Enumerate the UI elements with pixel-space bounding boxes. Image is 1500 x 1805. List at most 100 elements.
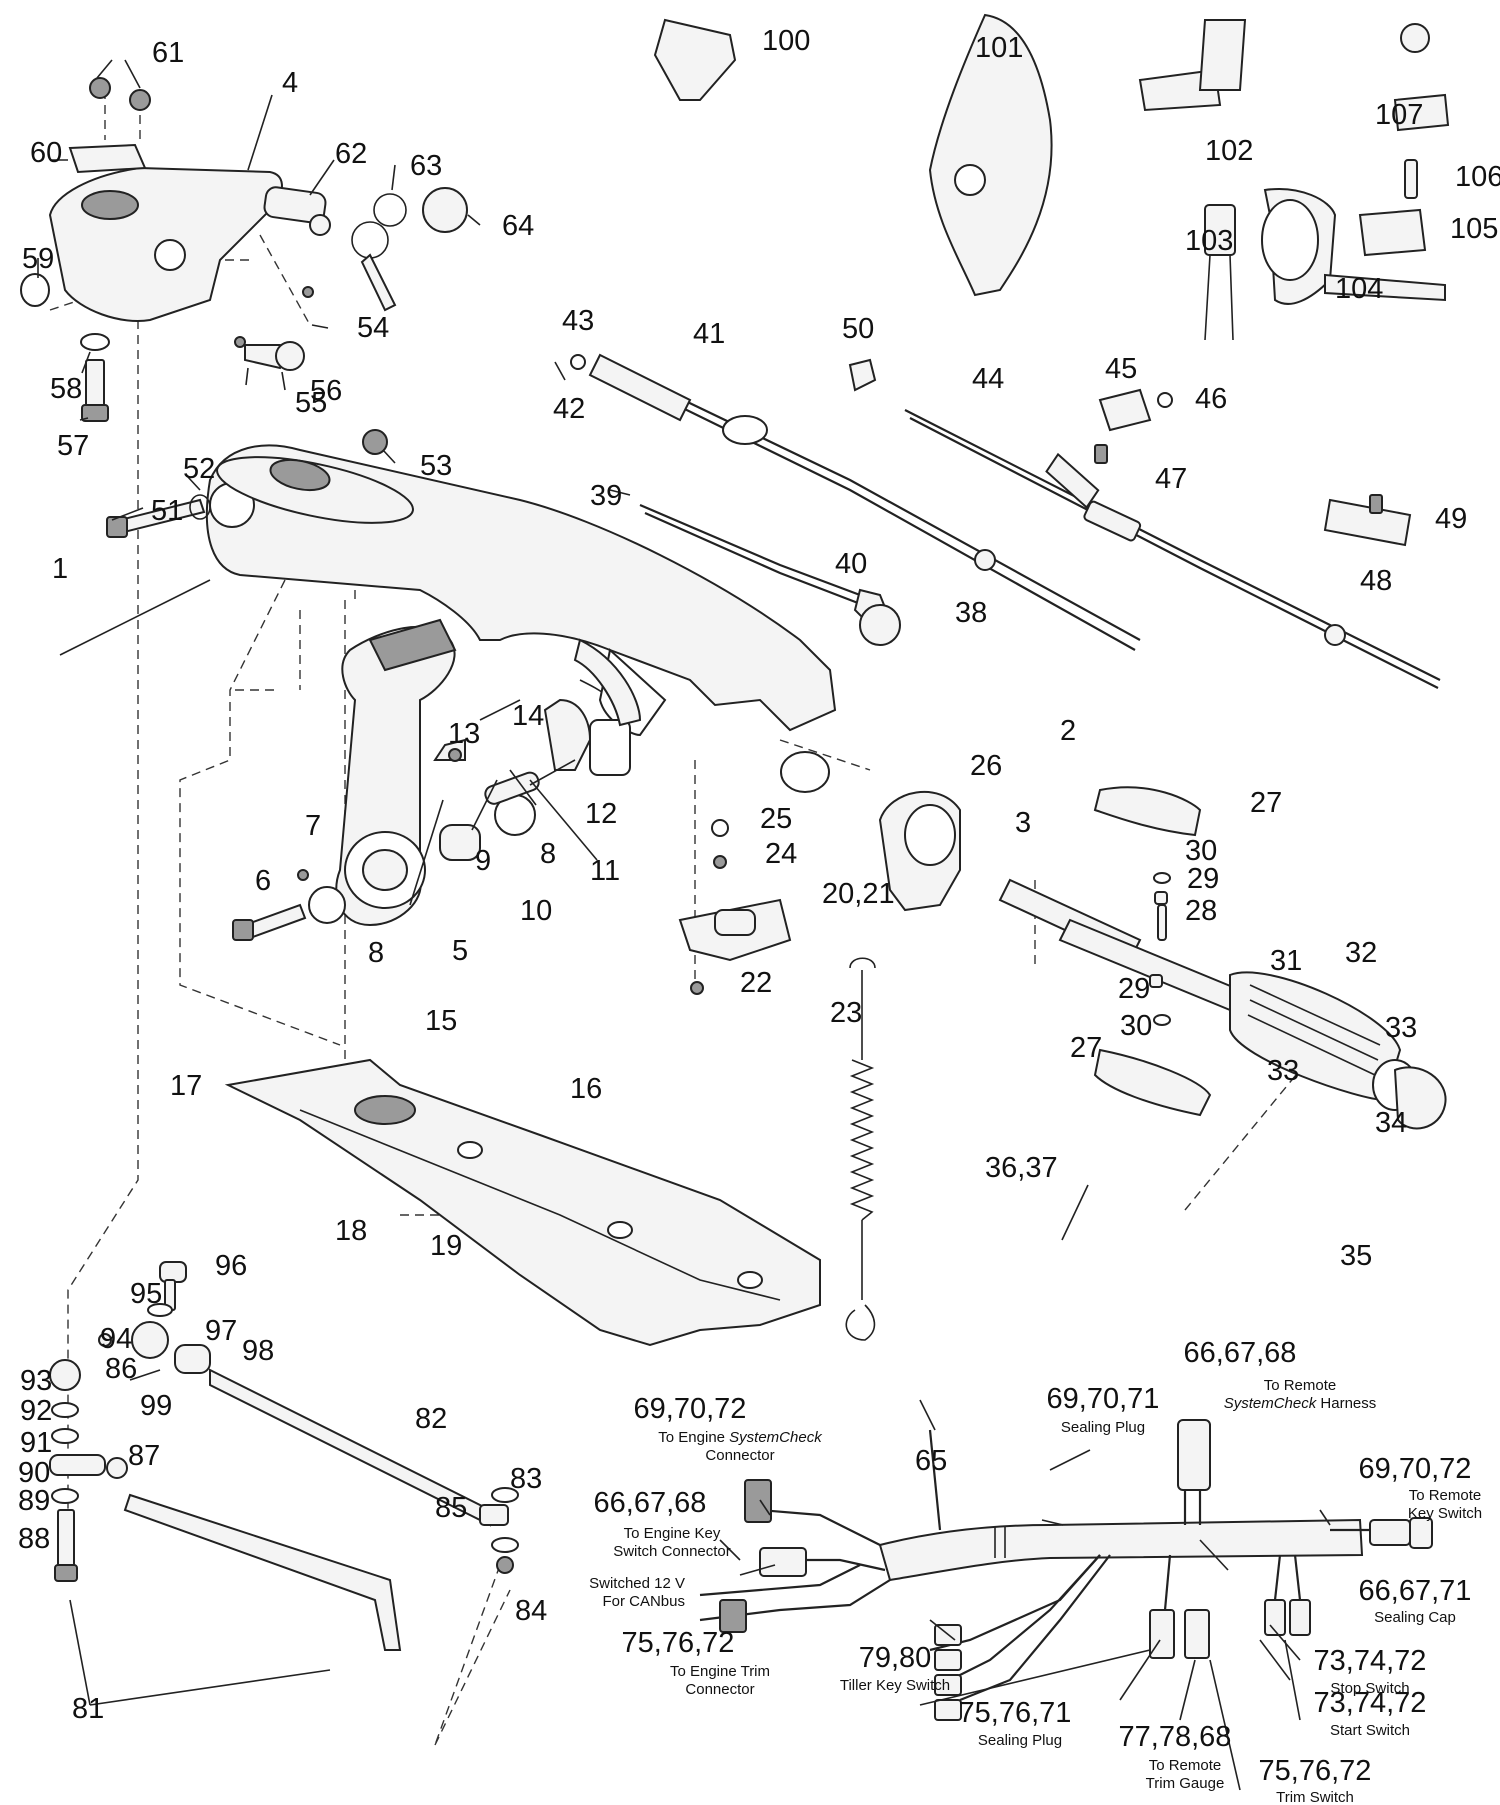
harness-callout: 66,67,71 bbox=[1359, 1575, 1472, 1607]
lanyard bbox=[845, 957, 876, 1341]
harness-caption-line: Connector bbox=[685, 1681, 754, 1698]
callout-3: 3 bbox=[1015, 807, 1031, 839]
harness-caption-line: Stop Switch bbox=[1330, 1680, 1409, 1697]
harness-callout: 75,76,71 bbox=[959, 1697, 1072, 1729]
hardware-left bbox=[20, 273, 388, 538]
callout-63: 63 bbox=[410, 150, 442, 182]
callout-59: 59 bbox=[22, 243, 54, 275]
callout-24: 24 bbox=[765, 838, 797, 870]
harness-caption-line: Trim Switch bbox=[1276, 1789, 1354, 1805]
callout-10: 10 bbox=[520, 895, 552, 927]
callout-104: 104 bbox=[1335, 273, 1383, 305]
callout-4: 4 bbox=[282, 67, 298, 99]
callout-43: 43 bbox=[562, 305, 594, 337]
callout-34: 34 bbox=[1375, 1107, 1407, 1139]
cables bbox=[554, 353, 1441, 689]
callout-36-37: 36,37 bbox=[985, 1152, 1058, 1184]
callout-40: 40 bbox=[835, 548, 867, 580]
callout-19: 19 bbox=[430, 1230, 462, 1262]
harness-callout: 69,70,72 bbox=[634, 1393, 747, 1425]
callout-93: 93 bbox=[20, 1365, 52, 1397]
callout-62: 62 bbox=[335, 138, 367, 170]
callout-89: 89 bbox=[18, 1485, 50, 1517]
callout-47: 47 bbox=[1155, 463, 1187, 495]
harness-caption-line: To Engine SystemCheck bbox=[658, 1429, 823, 1446]
callout-101: 101 bbox=[975, 32, 1023, 64]
callout-90: 90 bbox=[18, 1457, 50, 1489]
callout-33: 33 bbox=[1267, 1055, 1299, 1087]
harness-caption-line: SystemCheck Harness bbox=[1224, 1395, 1377, 1412]
callout-42: 42 bbox=[553, 393, 585, 425]
callout-61: 61 bbox=[152, 37, 184, 69]
harness-callout: 73,74,72 bbox=[1314, 1687, 1427, 1719]
callout-41: 41 bbox=[693, 318, 725, 350]
callout-8: 8 bbox=[540, 838, 556, 870]
wiring-harness bbox=[699, 1419, 1433, 1721]
callout-96: 96 bbox=[215, 1250, 247, 1282]
callout-95: 95 bbox=[130, 1278, 162, 1310]
callout-26: 26 bbox=[970, 750, 1002, 782]
shift-linkage bbox=[49, 1261, 519, 1651]
pivot-hardware bbox=[232, 699, 540, 941]
callout-51: 51 bbox=[151, 495, 183, 527]
callout-49: 49 bbox=[1435, 503, 1467, 535]
callout-92: 92 bbox=[20, 1395, 52, 1427]
callout-83: 83 bbox=[510, 1463, 542, 1495]
harness-caption-line: For CANbus bbox=[602, 1593, 685, 1610]
harness-caption-line: Sealing Plug bbox=[978, 1732, 1062, 1749]
harness-caption-line: Start Switch bbox=[1330, 1722, 1410, 1739]
callout-85: 85 bbox=[435, 1492, 467, 1524]
callout-33: 33 bbox=[1385, 1012, 1417, 1044]
callout-7: 7 bbox=[305, 810, 321, 842]
harness-caption-line: Switch Connector bbox=[613, 1543, 731, 1560]
callout-28: 28 bbox=[1185, 895, 1217, 927]
key-switch bbox=[263, 186, 468, 312]
callout-32: 32 bbox=[1345, 937, 1377, 969]
callout-48: 48 bbox=[1360, 565, 1392, 597]
callout-50: 50 bbox=[842, 313, 874, 345]
tiller-arm bbox=[205, 444, 837, 793]
callout-9: 9 bbox=[475, 845, 491, 877]
stop-switch-bracket bbox=[543, 638, 792, 995]
callout-105: 105 bbox=[1450, 213, 1498, 245]
callout-31: 31 bbox=[1270, 945, 1302, 977]
callout-29: 29 bbox=[1118, 973, 1150, 1005]
callout-86: 86 bbox=[105, 1353, 137, 1385]
callout-1: 1 bbox=[52, 553, 68, 585]
callout-54: 54 bbox=[357, 312, 389, 344]
harness-callout: 66,67,68 bbox=[1184, 1337, 1297, 1369]
harness-callout: 75,76,72 bbox=[622, 1627, 735, 1659]
callout-20-21: 20,21 bbox=[822, 878, 895, 910]
harness-caption-line: To Engine Trim bbox=[670, 1663, 770, 1680]
callout-52: 52 bbox=[183, 453, 215, 485]
callout-27: 27 bbox=[1250, 787, 1282, 819]
callout-14: 14 bbox=[512, 700, 544, 732]
harness-caption-line: Switched 12 V bbox=[589, 1575, 685, 1592]
callout-82: 82 bbox=[415, 1403, 447, 1435]
callout-11: 11 bbox=[590, 855, 620, 887]
callout-58: 58 bbox=[50, 373, 82, 405]
harness-caption-line: To Remote bbox=[1264, 1377, 1337, 1394]
callout-56: 56 bbox=[310, 375, 342, 407]
callout-64: 64 bbox=[502, 210, 534, 242]
callout-30: 30 bbox=[1120, 1010, 1152, 1042]
callout-53: 53 bbox=[420, 450, 452, 482]
harness-caption-line: Connector bbox=[705, 1447, 774, 1464]
callout-99: 99 bbox=[140, 1390, 172, 1422]
leader-lines bbox=[37, 59, 1331, 1791]
harness-callout: 75,76,72 bbox=[1259, 1755, 1372, 1787]
harness-caption-line: Key Switch bbox=[1408, 1505, 1482, 1522]
harness-caption-line: To Remote bbox=[1409, 1487, 1482, 1504]
callout-97: 97 bbox=[205, 1315, 237, 1347]
lower-cover bbox=[224, 1058, 821, 1347]
harness-callout: 73,74,72 bbox=[1314, 1645, 1427, 1677]
